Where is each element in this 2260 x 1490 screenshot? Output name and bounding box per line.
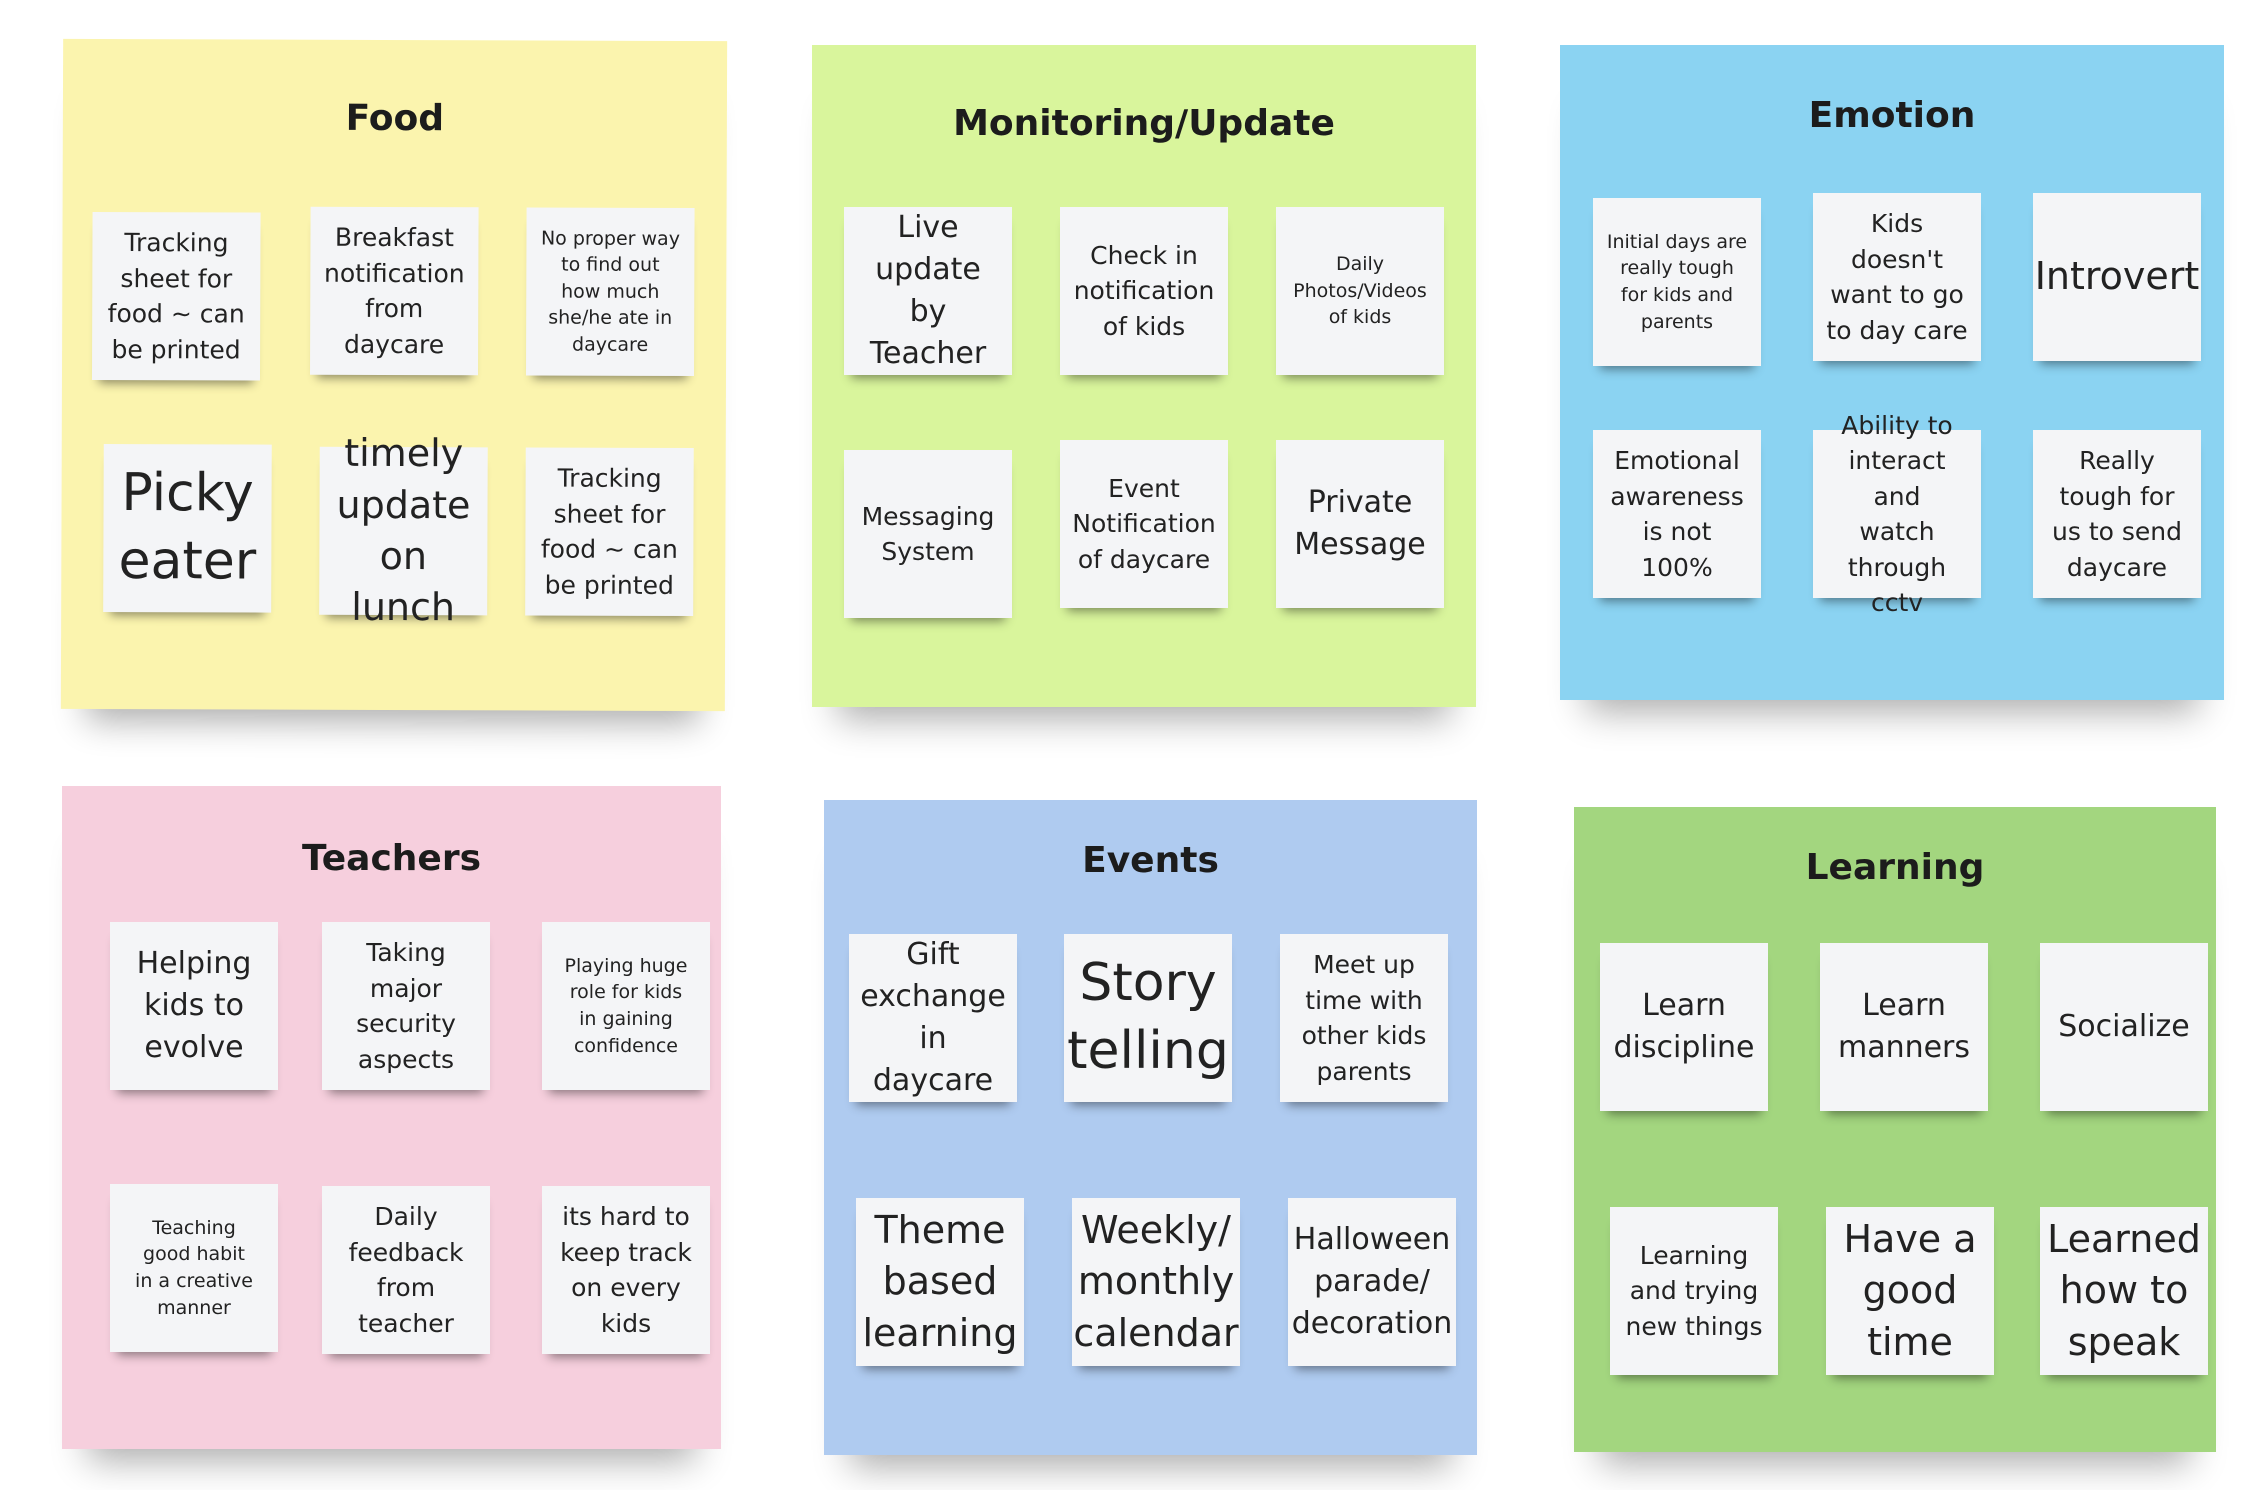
sticky-note[interactable]: Tracking sheet for food ~ can be printed [91, 211, 261, 381]
sticky-note[interactable]: Tracking sheet for food ~ can be printed [525, 447, 694, 617]
cluster-title: Food [345, 97, 445, 140]
sticky-note[interactable]: Live update by Teacher [844, 207, 1012, 375]
sticky-note[interactable]: Taking major security aspects [322, 922, 490, 1090]
sticky-note[interactable]: Kids doesn't want to go to day care [1813, 193, 1981, 361]
sticky-note[interactable]: Really tough for us to send daycare [2033, 430, 2201, 598]
sticky-note[interactable]: Weekly/ monthly calendar [1072, 1198, 1240, 1366]
sticky-note[interactable]: Have a good time [1826, 1207, 1994, 1375]
sticky-note[interactable]: Learned how to speak [2040, 1207, 2208, 1375]
sticky-note[interactable]: timely update on lunch [319, 431, 488, 630]
cluster-food[interactable]: Food Tracking sheet for food ~ can be pr… [60, 38, 728, 712]
sticky-note[interactable]: Meet up time with other kids parents [1280, 934, 1448, 1102]
cluster-title: Monitoring/Update [953, 103, 1335, 144]
sticky-note[interactable]: Daily Photos/Videos of kids [1276, 207, 1444, 375]
sticky-note[interactable]: Emotional awareness is not 100% [1593, 430, 1761, 598]
cluster-monitoring-update[interactable]: Monitoring/Update Live update by Teacher… [812, 45, 1476, 707]
sticky-note[interactable]: Socialize [2040, 943, 2208, 1111]
sticky-note[interactable]: Teaching good habit in a creative manner [110, 1184, 278, 1352]
sticky-note[interactable]: its hard to keep track on every kids [542, 1186, 710, 1354]
sticky-note[interactable]: Halloween parade/ decoration [1288, 1198, 1456, 1366]
sticky-note[interactable]: Introvert [2033, 193, 2201, 361]
sticky-note[interactable]: Picky eater [103, 443, 272, 613]
sticky-note[interactable]: Helping kids to evolve [110, 922, 278, 1090]
cluster-emotion[interactable]: Emotion Initial days are really tough fo… [1560, 45, 2224, 700]
sticky-note[interactable]: Ability to interact and watch through cc… [1813, 411, 1981, 617]
cluster-learning[interactable]: Learning Learn discipline Learn manners … [1574, 807, 2216, 1452]
sticky-note[interactable]: Gift exchange in daycare [849, 934, 1017, 1102]
sticky-note[interactable]: Private Message [1276, 440, 1444, 608]
sticky-note[interactable]: Story telling [1064, 934, 1232, 1102]
sticky-note[interactable]: Learn manners [1820, 943, 1988, 1111]
sticky-note[interactable]: Messaging System [844, 450, 1012, 618]
sticky-note[interactable]: Theme based learning [856, 1198, 1024, 1366]
sticky-note[interactable]: Learn discipline [1600, 943, 1768, 1111]
sticky-note[interactable]: Breakfast notification from daycare [310, 206, 479, 376]
cluster-events[interactable]: Events Gift exchange in daycare Story te… [824, 800, 1477, 1455]
sticky-note[interactable]: Daily feedback from teacher [322, 1186, 490, 1354]
cluster-title: Emotion [1808, 95, 1976, 136]
cluster-title: Teachers [301, 838, 482, 879]
sticky-note[interactable]: Event Notification of daycare [1060, 440, 1228, 608]
cluster-title: Learning [1805, 847, 1985, 888]
sticky-note[interactable]: Check in notification of kids [1060, 207, 1228, 375]
sticky-note[interactable]: No proper way to find out how much she/h… [525, 207, 695, 377]
sticky-note[interactable]: Playing huge role for kids in gaining co… [542, 922, 710, 1090]
cluster-title: Events [1082, 840, 1219, 881]
sticky-note[interactable]: Initial days are really tough for kids a… [1593, 198, 1761, 366]
cluster-teachers[interactable]: Teachers Helping kids to evolve Taking m… [62, 786, 721, 1449]
sticky-note[interactable]: Learning and trying new things [1610, 1207, 1778, 1375]
